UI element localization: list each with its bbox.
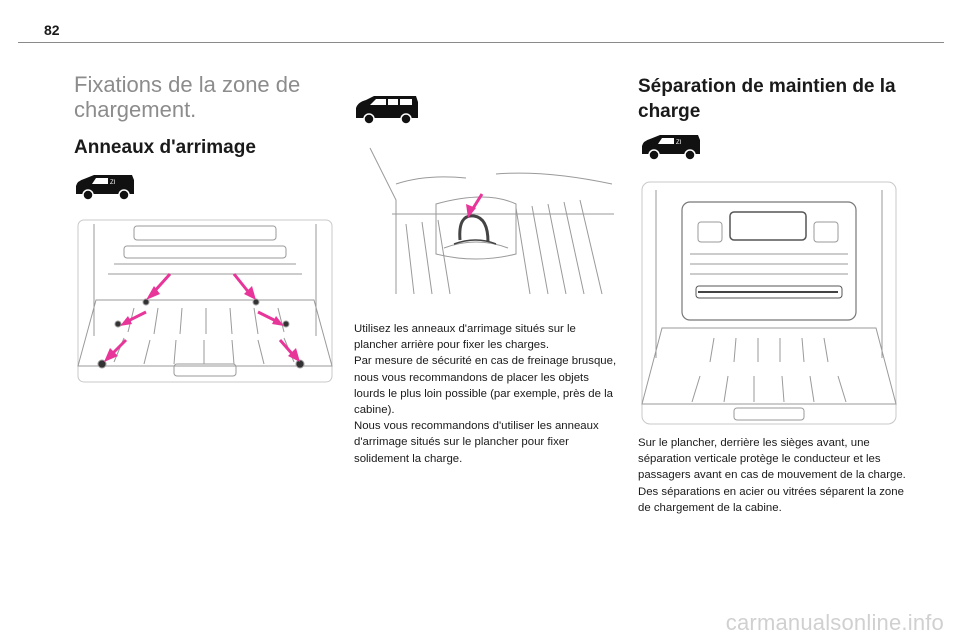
cargo-separator-paragraph: Sur le plancher, derrière les sièges ava… [638, 437, 906, 514]
van-icon: ZI [74, 172, 136, 207]
van-icon: ZI [640, 132, 702, 167]
watermark: carmanualsonline.info [725, 610, 944, 635]
cargo-floor-rings-illustration [74, 216, 336, 386]
tie-down-ring-closeup-illustration [366, 144, 618, 304]
cargo-partition-illustration [638, 178, 900, 428]
header-rule [18, 42, 944, 43]
svg-text:ZI: ZI [110, 180, 116, 186]
svg-text:ZI: ZI [676, 140, 682, 146]
minibus-icon [354, 94, 420, 131]
section-title: Fixations de la zone de chargement. [74, 72, 301, 122]
tie-down-rings-paragraph: Utilisez les anneaux d'arrimage situés s… [354, 323, 617, 465]
page-number: 82 [44, 22, 60, 38]
subtitle-tie-down-rings: Anneaux d'arrimage [74, 137, 256, 158]
cargo-separator-title: Séparation de maintien de la charge [638, 76, 896, 122]
